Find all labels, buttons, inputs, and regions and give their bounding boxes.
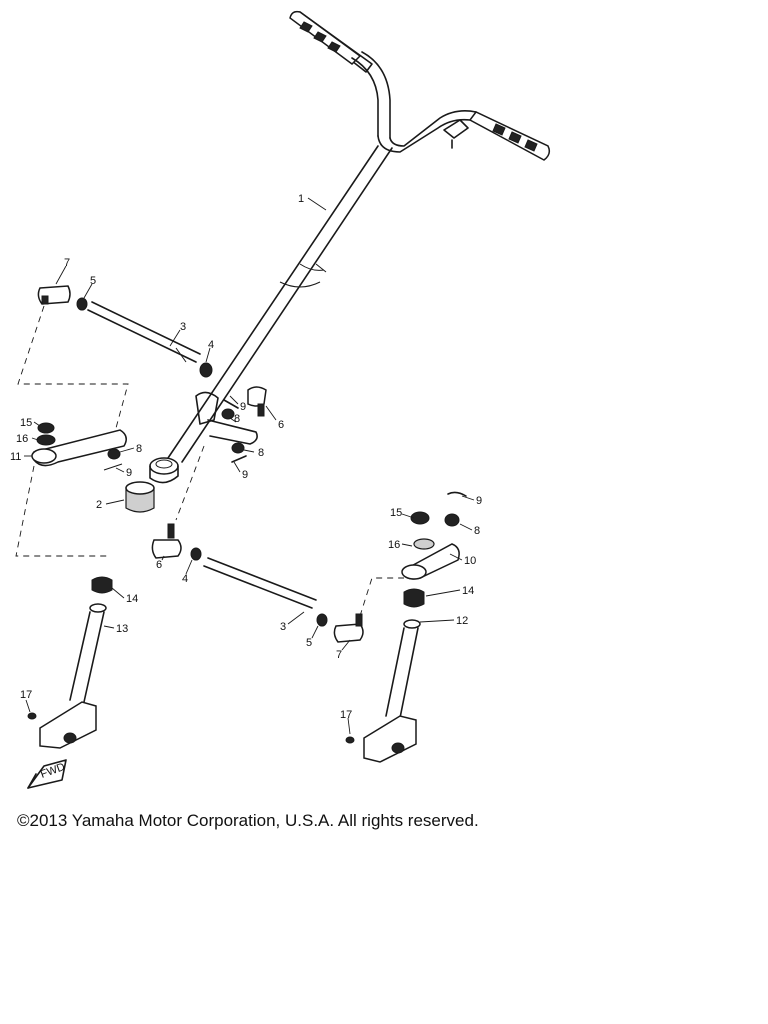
callout-8[interactable]: 8 <box>474 525 480 537</box>
callout-9[interactable]: 9 <box>242 469 248 481</box>
callout-7[interactable]: 7 <box>336 649 342 661</box>
callout-3[interactable]: 3 <box>180 321 186 333</box>
left-spindle-assembly[interactable] <box>27 576 113 749</box>
callout-2[interactable]: 2 <box>96 499 102 511</box>
callout-4[interactable]: 4 <box>208 339 214 351</box>
left-steering-arm[interactable] <box>31 422 127 471</box>
callout-15[interactable]: 15 <box>20 417 32 429</box>
callout-16[interactable]: 16 <box>388 539 400 551</box>
handlebar-steering-column[interactable] <box>149 10 551 484</box>
callout-1[interactable]: 1 <box>298 193 304 205</box>
callout-17[interactable]: 17 <box>340 709 352 721</box>
callout-4[interactable]: 4 <box>182 573 188 585</box>
leader-lines <box>24 197 475 735</box>
callout-9[interactable]: 9 <box>126 467 132 479</box>
callout-8[interactable]: 8 <box>258 447 264 459</box>
right-spindle-assembly[interactable] <box>345 588 425 763</box>
callout-3[interactable]: 3 <box>280 621 286 633</box>
callout-9[interactable]: 9 <box>240 401 246 413</box>
callout-6[interactable]: 6 <box>278 419 284 431</box>
callout-6[interactable]: 6 <box>156 559 162 571</box>
callout-5[interactable]: 5 <box>306 637 312 649</box>
callout-13[interactable]: 13 <box>116 623 128 635</box>
upper-tie-rod-assembly[interactable] <box>37 285 213 378</box>
callout-7[interactable]: 7 <box>64 257 70 269</box>
callout-5[interactable]: 5 <box>90 275 96 287</box>
forward-direction-mark: FWD <box>27 759 67 789</box>
callout-17[interactable]: 17 <box>20 689 32 701</box>
lower-tie-rod-assembly[interactable] <box>151 523 364 643</box>
bushing[interactable] <box>125 481 155 513</box>
callout-16[interactable]: 16 <box>16 433 28 445</box>
callout-14[interactable]: 14 <box>462 585 474 597</box>
steering-parts-diagram: 1 7 5 3 4 9 6 8 8 9 15 16 11 8 9 2 6 4 1… <box>10 10 551 789</box>
callout-12[interactable]: 12 <box>456 615 468 627</box>
callout-10[interactable]: 10 <box>464 555 476 567</box>
callout-9[interactable]: 9 <box>476 495 482 507</box>
callout-15[interactable]: 15 <box>390 507 402 519</box>
assembly-lines <box>15 305 404 617</box>
copyright-notice: ©2013 Yamaha Motor Corporation, U.S.A. A… <box>17 811 479 830</box>
callout-8[interactable]: 8 <box>136 443 142 455</box>
column-fasteners[interactable] <box>221 386 267 463</box>
callout-8[interactable]: 8 <box>234 413 240 425</box>
right-steering-arm[interactable] <box>401 491 467 580</box>
part-callouts: 1 7 5 3 4 9 6 8 8 9 15 16 11 8 9 2 6 4 1… <box>10 193 482 721</box>
callout-14[interactable]: 14 <box>126 593 138 605</box>
callout-11[interactable]: 11 <box>10 451 21 463</box>
